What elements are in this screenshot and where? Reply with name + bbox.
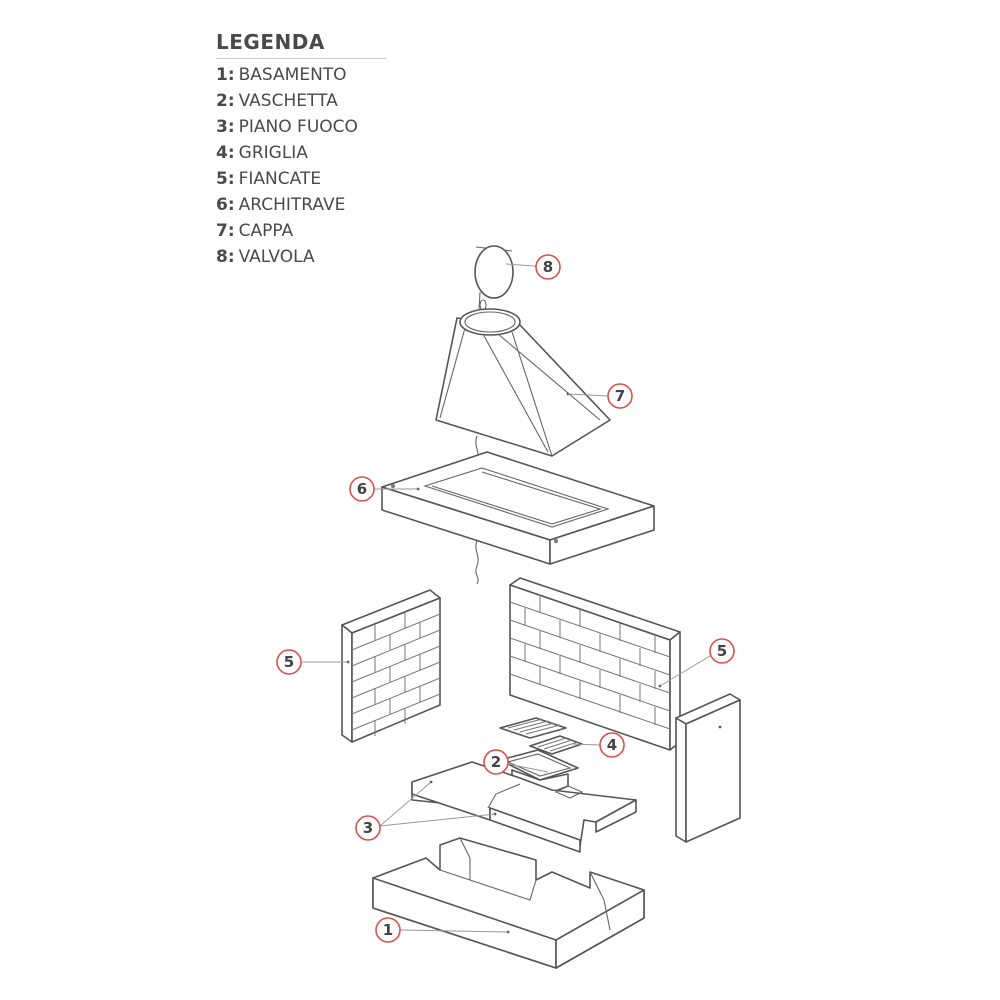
legend-item-3: 3:PIANO FUOCO — [216, 117, 358, 137]
callout-3: 3 — [355, 815, 381, 841]
callout-5-right: 5 — [709, 638, 735, 664]
svg-text:5: 5 — [717, 642, 727, 660]
svg-text:3: 3 — [363, 819, 373, 837]
part-back-panel — [509, 577, 681, 751]
legend-item-6: 6:ARCHITRAVE — [216, 195, 346, 215]
callout-8: 8 — [535, 254, 561, 280]
legend-item-1: 1:BASAMENTO — [216, 65, 347, 85]
svg-text:7: 7 — [615, 387, 625, 405]
callout-4: 4 — [599, 732, 625, 758]
callout-6: 6 — [349, 476, 375, 502]
svg-text:5: 5 — [284, 653, 294, 671]
svg-text:8: 8 — [543, 258, 553, 276]
legend-item-4: 4:GRIGLIA — [216, 143, 308, 163]
legend-item-8: 8:VALVOLA — [216, 247, 315, 267]
svg-text:4: 4 — [607, 736, 617, 754]
callout-1: 1 — [375, 917, 401, 943]
part-side-panel-right — [675, 693, 741, 843]
svg-text:1: 1 — [383, 921, 393, 939]
svg-text:2: 2 — [491, 753, 501, 771]
svg-text:6: 6 — [357, 480, 367, 498]
part-base — [372, 837, 645, 969]
part-fire-deck — [411, 761, 637, 853]
legend-title: LEGENDA — [216, 30, 386, 59]
callout-7: 7 — [607, 383, 633, 409]
legend-item-7: 7:CAPPA — [216, 221, 294, 241]
legend-item-2: 2:VASCHETTA — [216, 91, 338, 111]
part-tray — [499, 749, 579, 795]
callout-2: 2 — [483, 749, 509, 775]
part-grill — [499, 717, 583, 755]
part-hood — [435, 308, 611, 457]
legend-item-5: 5:FIANCATE — [216, 169, 322, 189]
legend: LEGENDA 1:BASAMENTO 2:VASCHETTA 3:PIANO … — [216, 30, 386, 270]
part-side-panel-left — [341, 589, 441, 743]
part-lintel — [381, 451, 655, 565]
part-valve — [474, 245, 514, 331]
callout-5-left: 5 — [276, 649, 302, 675]
